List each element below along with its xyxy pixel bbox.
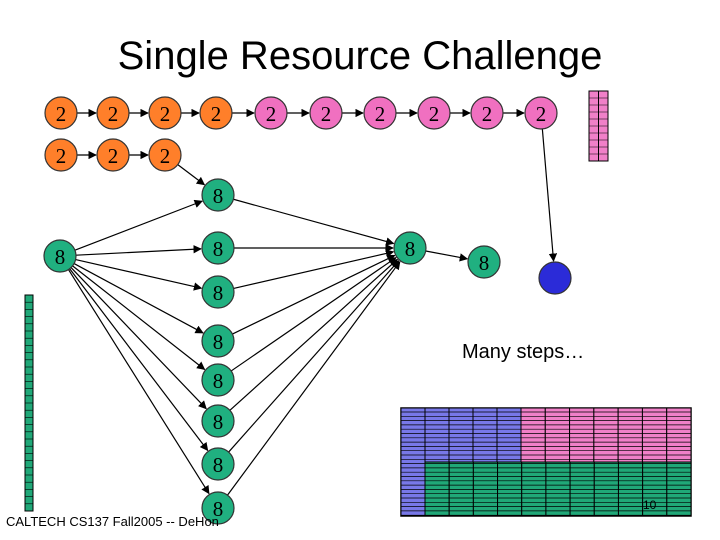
fanout-node-1-label: 8 <box>213 184 224 208</box>
row1-node-1-label: 2 <box>56 102 67 126</box>
edge-source-to-fanout-6 <box>70 267 207 410</box>
edge-fanout-6-to-merge <box>229 258 398 411</box>
row2-node-3-label: 2 <box>160 144 171 168</box>
row2-node-2-label: 2 <box>108 144 119 168</box>
fanout-node-6: 8 <box>201 404 235 438</box>
fanout-node-4-label: 8 <box>213 330 224 354</box>
edge-row2-to-fanout-1 <box>177 164 206 186</box>
row1-node-4: 2 <box>199 96 233 130</box>
edge-source-to-fanout-3 <box>75 258 203 291</box>
page-number: 10 <box>643 498 657 512</box>
row1-node-3-label: 2 <box>160 102 171 126</box>
row1-node-1: 2 <box>44 96 78 130</box>
fanout-node-6-label: 8 <box>213 410 224 434</box>
edge-source-to-fanout-7 <box>69 268 209 452</box>
edge-fanout-8-to-merge <box>227 260 401 496</box>
row1-node-10-label: 2 <box>536 102 547 126</box>
row1-node-6-label: 2 <box>321 102 332 126</box>
green-resource-stack <box>24 294 34 512</box>
fanout-node-4: 8 <box>201 324 235 358</box>
slide-title: Single Resource Challenge <box>117 34 603 78</box>
source-node-label: 8 <box>55 245 66 269</box>
row1-node-6: 2 <box>309 96 343 130</box>
edge-source-to-fanout-1 <box>74 199 203 251</box>
fanout-node-2-label: 8 <box>213 237 224 261</box>
row1-node-10: 2 <box>524 96 558 130</box>
edge-fanout-4-to-merge <box>232 254 396 335</box>
edge-fanout-1-to-merge <box>233 198 395 246</box>
many-steps-caption: Many steps… <box>462 341 585 363</box>
final-node: 8 <box>467 245 501 279</box>
fanout-node-8-label: 8 <box>213 497 224 521</box>
footer-text: CALTECH CS137 Fall2005 -- DeHon <box>6 514 219 529</box>
edge-source-to-fanout-4 <box>73 263 204 334</box>
fanout-node-8: 8 <box>201 491 235 525</box>
source-node: 8 <box>43 239 77 273</box>
row1-node-5-label: 2 <box>266 102 277 126</box>
fanout-node-7-label: 8 <box>213 453 224 477</box>
edge-fanout-3-to-merge <box>233 249 395 290</box>
row2-node-2: 2 <box>96 138 130 172</box>
row1-node-8-label: 2 <box>429 102 440 126</box>
row2-node-1: 2 <box>44 138 78 172</box>
edge-merge-to-final <box>425 250 469 262</box>
row1-node-5: 2 <box>254 96 288 130</box>
edges-layer <box>67 108 558 496</box>
fanout-node-3-label: 8 <box>213 281 224 305</box>
schedule-grid <box>400 407 692 517</box>
edge-source-to-fanout-8 <box>67 269 210 495</box>
fanout-node-5-label: 8 <box>213 369 224 393</box>
fanout-node-7: 8 <box>201 447 235 481</box>
row1-node-7: 2 <box>363 96 397 130</box>
row1-node-2: 2 <box>96 96 130 130</box>
row1-node-7-label: 2 <box>375 102 386 126</box>
fanout-node-5: 8 <box>201 363 235 397</box>
row1-node-8: 2 <box>417 96 451 130</box>
edge-source-to-fanout-2 <box>75 245 202 256</box>
fanout-node-1: 8 <box>201 178 235 212</box>
resource-bars-layer <box>24 90 692 517</box>
final-node-label: 8 <box>479 251 490 275</box>
edge-row1-to-output <box>541 128 558 262</box>
merge-node: 8 <box>393 231 427 265</box>
edge-fanout-7-to-merge <box>228 260 400 453</box>
pink-resource-stack <box>588 90 609 162</box>
row1-node-4-label: 2 <box>211 102 222 126</box>
edge-source-to-fanout-5 <box>72 265 206 371</box>
row1-node-9-label: 2 <box>482 102 493 126</box>
row2-node-3: 2 <box>148 138 182 172</box>
row1-node-9: 2 <box>470 96 504 130</box>
row1-node-3: 2 <box>148 96 182 130</box>
row1-node-2-label: 2 <box>108 102 119 126</box>
nodes-layer: 2 2 2 2 2 2 2 2 2 2 2 2 2 8 8 8 8 8 8 8 8 8 8 8 <box>43 96 572 525</box>
edge-fanout-5-to-merge <box>230 257 397 372</box>
merge-node-label: 8 <box>405 237 416 261</box>
row2-node-1-label: 2 <box>56 144 67 168</box>
fanout-node-2: 8 <box>201 231 235 265</box>
fanout-node-3: 8 <box>201 275 235 309</box>
output-node <box>538 261 572 295</box>
